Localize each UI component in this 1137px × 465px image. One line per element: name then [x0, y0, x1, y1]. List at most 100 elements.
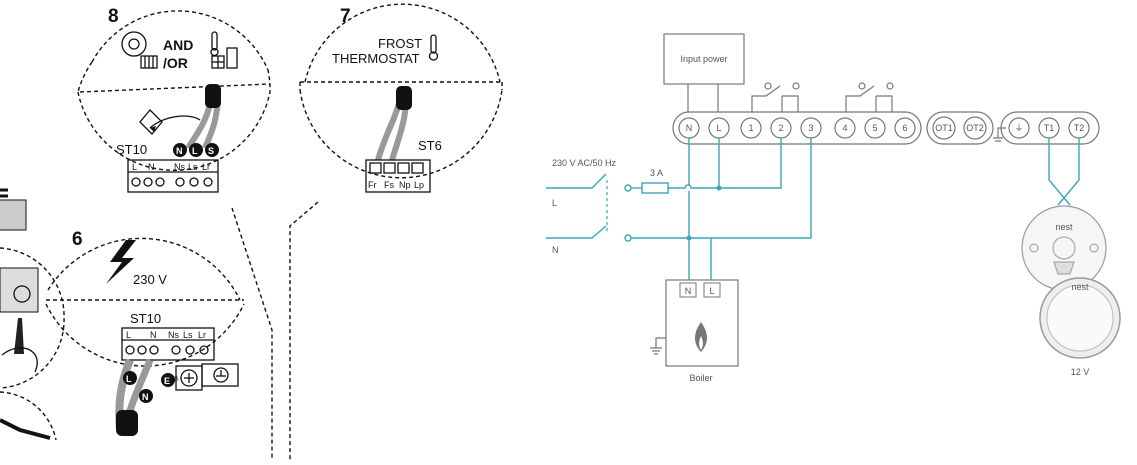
terminal-T1: T1 — [1038, 117, 1060, 139]
svg-text:1: 1 — [748, 123, 753, 133]
terminal-earth: ⏚ — [1008, 117, 1030, 139]
step-6-detail: 6 230 V ST10 L N Ns Ls Lr L N E — [45, 229, 245, 436]
wire-badges-8: N L S — [173, 143, 219, 157]
line-label-L: L — [552, 198, 557, 208]
step-7-detail: 7 FROST THERMOSTAT ST6 Fr Fs Np Lp — [289, 3, 503, 460]
connector-8-to-6 — [231, 207, 273, 460]
timer-icon — [121, 31, 158, 69]
svg-text:3: 3 — [808, 123, 813, 133]
terminal-L: L — [708, 117, 730, 139]
svg-text:L: L — [132, 162, 137, 172]
boiler-label: Boiler — [689, 373, 712, 383]
svg-text:Lr: Lr — [198, 330, 206, 340]
and-or-label-1: AND — [163, 37, 193, 53]
st6-terminal-block: Fr Fs Np Lp — [365, 159, 431, 193]
mains-label: 230 V AC/50 Hz — [552, 158, 617, 168]
cable-sheath — [205, 84, 221, 108]
svg-text:N: N — [148, 162, 155, 172]
thermostat-base — [1021, 205, 1107, 291]
terminal-T2: T2 — [1068, 117, 1090, 139]
relay-contacts — [751, 82, 894, 112]
svg-text:L: L — [126, 330, 131, 340]
left-panel: 8 AND /OR ST10 — [0, 3, 503, 460]
step-7-number: 7 — [340, 6, 351, 27]
step-8-number: 8 — [108, 6, 119, 27]
svg-text:Np: Np — [399, 180, 411, 190]
fuse-label: 3 A — [650, 168, 663, 178]
svg-text:N: N — [150, 330, 157, 340]
st10-terminal-block-8: L N Ns Ls Lr — [127, 159, 219, 193]
terminal-4: 4 — [834, 117, 856, 139]
svg-text:N: N — [685, 286, 692, 296]
opentherm-terminal-strip: OT1 OT2 — [926, 111, 994, 145]
svg-text:OT1: OT1 — [935, 123, 953, 133]
svg-text:5: 5 — [872, 123, 877, 133]
st10-terminal-block-6: L N Ns Ls Lr — [121, 327, 215, 361]
nest-thermostat: nest nest 12 V — [1021, 205, 1121, 377]
svg-text:L: L — [709, 286, 714, 296]
wire-badges-6: L N E — [123, 371, 175, 403]
right-panel: Input power N L 1 2 3 4 5 6 OT1 — [546, 33, 1121, 383]
frost-label-1: FROST — [378, 36, 422, 51]
input-power-box: Input power — [663, 33, 745, 85]
svg-text:⏚: ⏚ — [1014, 123, 1023, 133]
svg-text:Fr: Fr — [368, 180, 377, 190]
terminal-5: 5 — [864, 117, 886, 139]
mains-wiring — [546, 138, 1080, 280]
svg-text:N: N — [176, 146, 183, 156]
svg-text:Ls: Ls — [188, 162, 198, 172]
svg-text:Lp: Lp — [414, 180, 424, 190]
svg-text:N: N — [142, 392, 149, 402]
terminal-OT2: OT2 — [963, 116, 987, 140]
boiler: N L Boiler — [650, 279, 739, 383]
and-or-label-2: /OR — [163, 55, 188, 71]
svg-text:E: E — [164, 376, 170, 386]
svg-text:L: L — [192, 146, 198, 156]
svg-text:nest: nest — [1071, 282, 1089, 292]
thermometer-icon — [428, 34, 439, 61]
terminal-1: 1 — [740, 117, 762, 139]
step-6-module-label: ST10 — [130, 311, 161, 326]
base-brand: nest — [1055, 222, 1073, 232]
flame-icon — [694, 322, 708, 352]
step-6-number: 6 — [72, 229, 83, 250]
svg-text:Lr: Lr — [202, 162, 210, 172]
svg-text:Fs: Fs — [384, 180, 394, 190]
svg-text:L: L — [126, 374, 132, 384]
thermometer-window-icon — [210, 31, 238, 69]
fuse-icon — [641, 182, 669, 194]
svg-text:2: 2 — [778, 123, 783, 133]
svg-text:S: S — [208, 146, 214, 156]
svg-text:T2: T2 — [1074, 123, 1085, 133]
step-8-detail: 8 AND /OR ST10 — [77, 6, 271, 193]
svg-text:4: 4 — [842, 123, 847, 133]
thermostat-terminal-strip: ⏚ T1 T2 — [993, 111, 1100, 145]
svg-text:T1: T1 — [1044, 123, 1055, 133]
terminal-6: 6 — [894, 117, 916, 139]
left-edge-devices — [0, 188, 65, 441]
svg-text:Ns: Ns — [174, 162, 185, 172]
line-label-N: N — [552, 245, 559, 255]
step-8-module-label: ST10 — [116, 142, 147, 157]
step-7-module-label: ST6 — [418, 138, 442, 153]
svg-text:6: 6 — [902, 123, 907, 133]
svg-text:Ls: Ls — [183, 330, 193, 340]
heat-link-terminal-strip: N L 1 2 3 4 5 6 — [672, 111, 922, 145]
terminal-OT1: OT1 — [932, 116, 956, 140]
thermostat-voltage-label: 12 V — [1071, 367, 1090, 377]
terminal-3: 3 — [800, 117, 822, 139]
svg-text:OT2: OT2 — [966, 123, 984, 133]
terminal-N: N — [678, 117, 700, 139]
lightning-icon — [106, 240, 136, 284]
voltage-label: 230 V — [133, 272, 167, 287]
terminal-2: 2 — [770, 117, 792, 139]
svg-text:Ns: Ns — [168, 330, 179, 340]
earth-screw-icon — [175, 363, 239, 391]
svg-text:L: L — [716, 123, 721, 133]
svg-text:N: N — [686, 123, 693, 133]
input-power-label: Input power — [680, 54, 727, 64]
loop-icon — [139, 109, 163, 135]
frost-label-2: THERMOSTAT — [332, 51, 420, 66]
